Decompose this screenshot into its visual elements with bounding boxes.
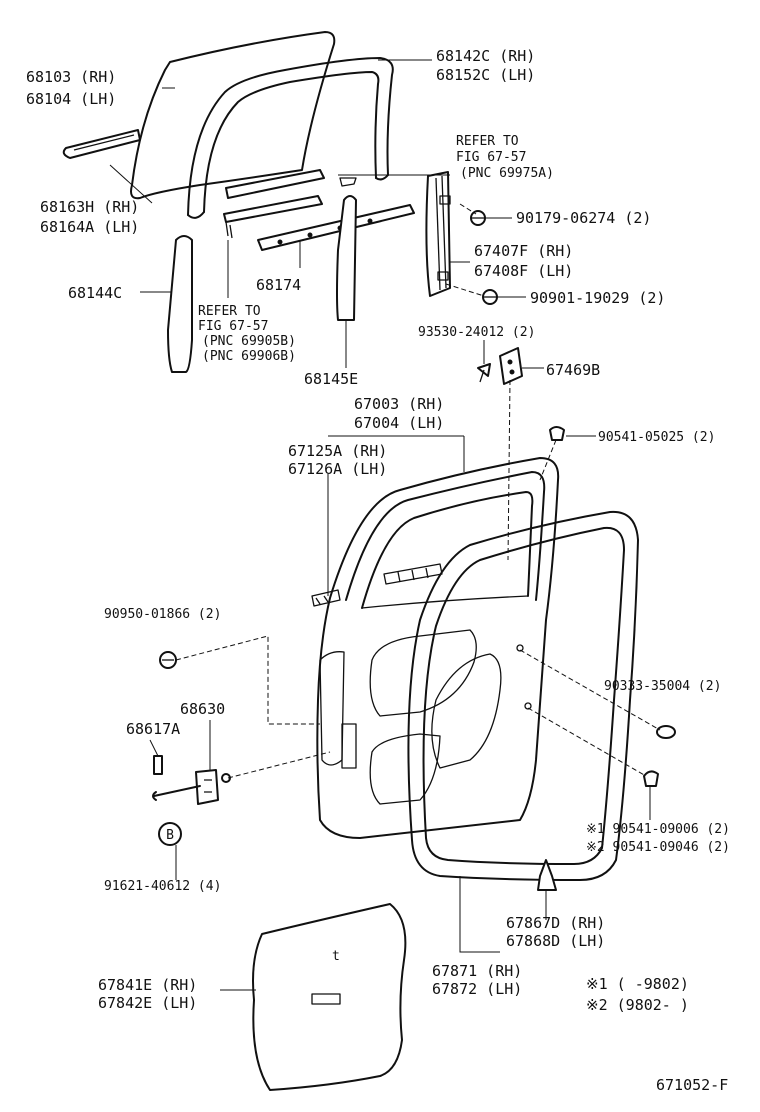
label-refer-2-line4: (PNC 69906B) [202, 349, 296, 364]
label-door-frame-rh: 67125A (RH) [288, 442, 387, 460]
label-cushion-1: ※1 90541-09006 (2) [586, 822, 730, 837]
label-door-panel-lh: 67004 (LH) [354, 414, 444, 432]
label-screw-93530: 93530-24012 (2) [418, 325, 535, 340]
label-outer-weatherstrip-rh: 68163H (RH) [40, 198, 139, 216]
door-panel [316, 457, 560, 839]
label-bolt-91621: 91621-40612 (4) [104, 879, 221, 894]
glass-run-channel [187, 57, 394, 219]
plug-90333 [656, 725, 676, 739]
weatherstrip-clip [537, 859, 557, 891]
label-check-pin: 68617A [126, 720, 180, 738]
label-run-channel-lh: 68152C (LH) [436, 66, 535, 84]
door-weatherstrip [407, 510, 639, 881]
label-rear-channel: 68145E [304, 370, 358, 388]
label-plug-90333: 90333-35004 (2) [604, 679, 721, 694]
label-refer-2-line2: FIG 67-57 [198, 319, 268, 334]
label-door-panel-rh: 67003 (RH) [354, 395, 444, 413]
belt-molding-upper [223, 169, 325, 239]
label-cushion-2: ※2 90541-09046 (2) [586, 840, 730, 855]
label-refer-1-line1: REFER TO [456, 134, 519, 149]
label-check-assy: 68630 [180, 700, 225, 718]
label-clip-90541-05025: 90541-05025 (2) [598, 430, 715, 445]
label-door-weatherstrip-lh: 67872 (LH) [432, 980, 522, 998]
label-glass-lh: 68104 (LH) [26, 90, 116, 108]
label-regulator-rh: 67407F (RH) [474, 242, 573, 260]
rear-channel [336, 177, 357, 321]
label-regulator-lh: 67408F (LH) [474, 262, 573, 280]
label-weatherstrip-clip-lh: 67868D (LH) [506, 932, 605, 950]
label-inner-weatherstrip: 68174 [256, 276, 301, 294]
label-refer-1-line2: FIG 67-57 [456, 150, 526, 165]
label-door-frame-lh: 67126A (LH) [288, 460, 387, 478]
division-bar [167, 235, 193, 373]
cushion-90541 [643, 770, 659, 787]
check-pin-68617a [153, 755, 163, 775]
screw-93530 [477, 363, 491, 383]
label-outer-weatherstrip-lh: 68164A (LH) [40, 218, 139, 236]
leader-lines [109, 59, 661, 991]
callout-labels: 68103 (RH) 68104 (LH) 68142C (RH) 68152C… [26, 47, 730, 1094]
label-hole-cover-lh: 67842E (LH) [98, 994, 197, 1012]
label-weatherstrip-clip-rh: 67867D (RH) [506, 914, 605, 932]
figure-code: 671052-F [656, 1076, 728, 1094]
outer-weatherstrip-left [62, 129, 141, 159]
label-run-channel-rh: 68142C (RH) [436, 47, 535, 65]
svg-text:t: t [332, 949, 340, 964]
label-bracket: 67469B [546, 361, 600, 379]
label-clip-90950: 90950-01866 (2) [104, 607, 221, 622]
b-marker-label: B [166, 828, 174, 843]
label-division-bar: 68144C [68, 284, 122, 302]
door-check-assembly [152, 769, 231, 805]
label-note-2: ※2 (9802- ) [586, 996, 689, 1014]
label-door-weatherstrip-rh: 67871 (RH) [432, 962, 522, 980]
clip-90950 [159, 651, 177, 669]
label-bolt-90179: 90179-06274 (2) [516, 209, 651, 227]
bolt-90901 [482, 289, 498, 305]
service-hole-cover: t [252, 903, 407, 1091]
label-refer-2-line1: REFER TO [198, 304, 261, 319]
label-bolt-90901: 90901-19029 (2) [530, 289, 665, 307]
door-frame-trim [311, 589, 341, 607]
window-regulator [425, 171, 451, 297]
label-refer-1-line3: (PNC 69975A) [460, 166, 554, 181]
clip-90541-05025 [549, 426, 565, 441]
label-hole-cover-rh: 67841E (RH) [98, 976, 197, 994]
label-note-1: ※1 ( -9802) [586, 975, 689, 993]
b-marker: B [158, 822, 182, 846]
bolt-90179 [470, 210, 486, 226]
label-refer-2-line3: (PNC 69905B) [202, 334, 296, 349]
label-glass-rh: 68103 (RH) [26, 68, 116, 86]
bracket-67469b [499, 347, 523, 385]
